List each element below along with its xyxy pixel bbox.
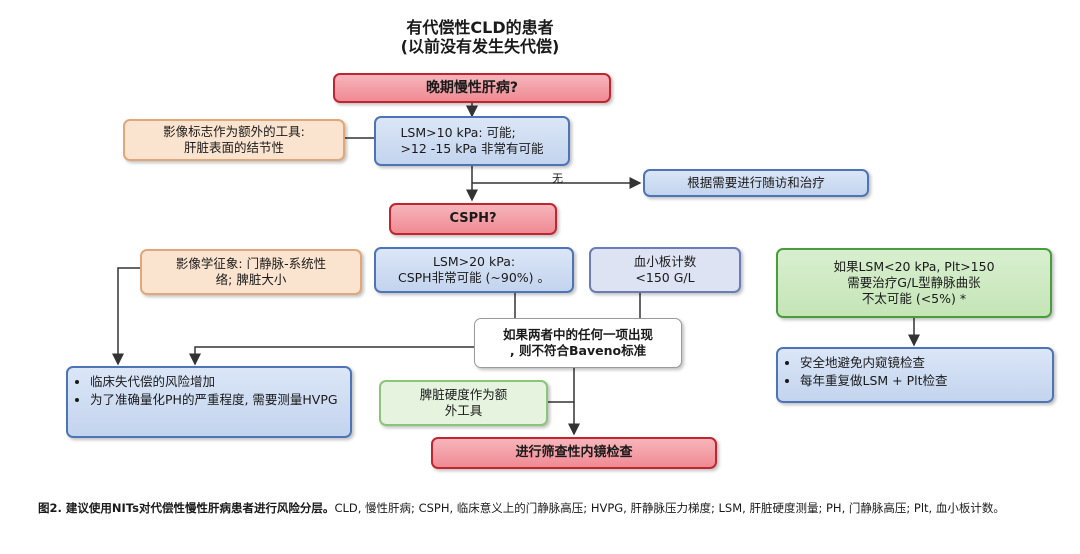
late-cld-box: 晚期慢性肝病? — [333, 73, 611, 103]
either-present-box: 如果两者中的任何一项出现 , 则不符合Baveno标准 — [474, 318, 682, 368]
safe-box: 安全地避免内窥镜检查 每年重复做LSM + Plt检查 — [776, 347, 1054, 403]
risk-item-2: 为了准确量化PH的严重程度, 需要测量HVPG — [90, 392, 338, 408]
screening-box: 进行筛查性内镜检查 — [431, 437, 717, 469]
platelet-box: 血小板计数 <150 G/L — [589, 247, 741, 293]
either-present-label: 如果两者中的任何一项出现 , 则不符合Baveno标准 — [502, 327, 653, 358]
risk-item-1: 临床失代偿的风险增加 — [90, 374, 338, 390]
lsm-20-box: LSM>20 kPa: CSPH非常可能 (~90%) 。 — [374, 247, 574, 293]
csph-box: CSPH? — [389, 203, 557, 235]
diagram-title: 有代偿性CLD的患者 — [406, 18, 554, 37]
imaging-signs-box: 影像学征象: 门静脉-系统性 络; 脾脏大小 — [140, 249, 362, 295]
green-condition-label: 如果LSM<20 kPa, Plt>150 需要治疗G/L型静脉曲张 不太可能 … — [833, 259, 995, 306]
diagram-subtitle: (以前没有发生失代偿) — [400, 37, 560, 56]
follow-up-box: 根据需要进行随访和治疗 — [643, 169, 869, 197]
platelet-label: 血小板计数 <150 G/L — [633, 254, 697, 285]
imaging-signs-label: 影像学征象: 门静脉-系统性 络; 脾脏大小 — [175, 256, 327, 287]
green-condition-box: 如果LSM<20 kPa, Plt>150 需要治疗G/L型静脉曲张 不太可能 … — [776, 248, 1052, 318]
caption-bold: 图2. 建议使用NITs对代偿性慢性肝病患者进行风险分层。 — [38, 501, 335, 515]
figure-caption: 图2. 建议使用NITs对代偿性慢性肝病患者进行风险分层。CLD, 慢性肝病; … — [38, 500, 1048, 517]
spleen-stiffness-box: 脾脏硬度作为额 外工具 — [379, 380, 548, 426]
imaging-tool-box: 影像标志作为额外的工具: 肝脏表面的结节性 — [123, 119, 345, 161]
risk-list: 临床失代偿的风险增加 为了准确量化PH的严重程度, 需要测量HVPG — [76, 372, 338, 410]
no-label: 无 — [552, 172, 563, 185]
safe-item-2: 每年重复做LSM + Plt检查 — [800, 373, 948, 389]
lsm-20-label: LSM>20 kPa: CSPH非常可能 (~90%) 。 — [397, 254, 551, 285]
screening-label: 进行筛查性内镜检查 — [515, 445, 633, 460]
safe-item-1: 安全地避免内窥镜检查 — [800, 355, 948, 371]
follow-up-label: 根据需要进行随访和治疗 — [687, 175, 825, 190]
lsm-10-label: LSM>10 kPa: 可能; >12 -15 kPa 非常有可能 — [400, 125, 544, 156]
late-cld-label: 晚期慢性肝病? — [425, 80, 519, 96]
imaging-tool-label: 影像标志作为额外的工具: 肝脏表面的结节性 — [163, 124, 305, 155]
caption-text: CLD, 慢性肝病; CSPH, 临床意义上的门静脉高压; HVPG, 肝静脉压… — [334, 501, 1005, 515]
csph-label: CSPH? — [449, 211, 497, 226]
lsm-10-box: LSM>10 kPa: 可能; >12 -15 kPa 非常有可能 — [374, 116, 570, 166]
risk-box: 临床失代偿的风险增加 为了准确量化PH的严重程度, 需要测量HVPG — [66, 366, 352, 438]
spleen-stiffness-label: 脾脏硬度作为额 外工具 — [419, 387, 508, 418]
safe-list: 安全地避免内窥镜检查 每年重复做LSM + Plt检查 — [786, 353, 948, 391]
